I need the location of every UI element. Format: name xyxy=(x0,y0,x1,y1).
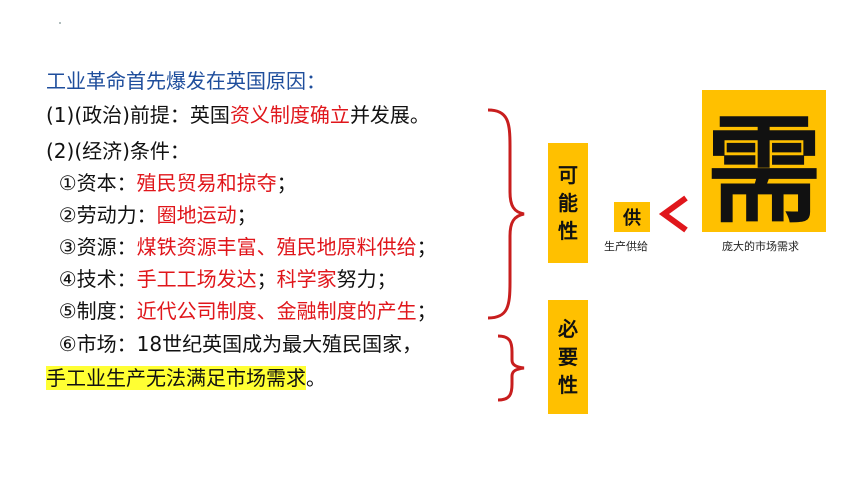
possibility-char: 可 xyxy=(558,163,578,187)
necessity-char: 必 xyxy=(558,317,578,341)
text-line: (1)(政治)前提：英国资义制度确立并发展。 xyxy=(46,102,430,128)
text-line: 手工业生产无法满足市场需求。 xyxy=(46,365,326,391)
supply-caption: 生产供给 xyxy=(604,240,648,253)
text-line: ③资源：煤铁资源丰富、殖民地原料供给； xyxy=(46,234,437,260)
right-brace-large xyxy=(487,108,525,320)
possibility-char: 性 xyxy=(558,219,578,243)
text-segment: 工业革命首先爆发在英国原因： xyxy=(46,69,326,93)
right-brace-small xyxy=(497,334,525,402)
text-segment: ； xyxy=(256,267,277,291)
text-line: ②劳动力：圈地运动； xyxy=(46,202,257,228)
text-segment: 。 xyxy=(306,366,326,390)
text-segment: 资义制度确立 xyxy=(229,103,350,127)
demand-caption: 庞大的市场需求 xyxy=(722,240,799,253)
text-segment: 手工业生产无法满足市场需求 xyxy=(46,366,306,390)
less-than-symbol xyxy=(658,195,688,233)
text-segment: 并发展。 xyxy=(349,103,430,127)
text-segment: 手工工场发达 xyxy=(136,267,257,291)
possibility-char: 能 xyxy=(558,191,578,215)
text-segment: 努力； xyxy=(336,267,397,291)
text-line: 工业革命首先爆发在英国原因： xyxy=(46,68,326,94)
necessity-char: 性 xyxy=(558,373,578,397)
text-segment: ； xyxy=(416,235,437,259)
text-segment: ①资本： xyxy=(46,171,137,195)
text-segment: ⑥市场：18世纪英国成为最大殖民国家， xyxy=(46,332,423,356)
text-segment: 煤铁资源丰富、殖民地原料供给 xyxy=(136,235,417,259)
necessity-label: 必 要 性 xyxy=(548,300,588,414)
text-line: ①资本：殖民贸易和掠夺； xyxy=(46,170,297,196)
text-segment: ⑤制度： xyxy=(46,299,137,323)
supply-box: 供 xyxy=(614,202,650,232)
text-line: ⑥市场：18世纪英国成为最大殖民国家， xyxy=(46,331,422,357)
possibility-label: 可 能 性 xyxy=(548,143,588,263)
text-segment: ③资源： xyxy=(46,235,137,259)
text-segment: ； xyxy=(276,171,297,195)
demand-box: 需 xyxy=(702,90,826,239)
text-segment: ②劳动力： xyxy=(46,203,157,227)
text-segment: (1)(政治)前提：英国 xyxy=(46,103,230,127)
text-line: (2)(经济)条件： xyxy=(46,138,190,164)
text-segment: ④技术： xyxy=(46,267,137,291)
text-segment: ； xyxy=(416,299,437,323)
text-segment: (2)(经济)条件： xyxy=(46,139,190,163)
text-segment: 近代公司制度、金融制度的产生 xyxy=(136,299,417,323)
text-segment: 圈地运动 xyxy=(156,203,237,227)
decor-dot xyxy=(59,22,61,24)
text-segment: 殖民贸易和掠夺 xyxy=(136,171,277,195)
text-line: ④技术：手工工场发达；科学家努力； xyxy=(46,266,397,292)
text-segment: 科学家 xyxy=(276,267,337,291)
text-line: ⑤制度：近代公司制度、金融制度的产生； xyxy=(46,298,437,324)
necessity-char: 要 xyxy=(558,345,578,369)
text-segment: ； xyxy=(236,203,257,227)
